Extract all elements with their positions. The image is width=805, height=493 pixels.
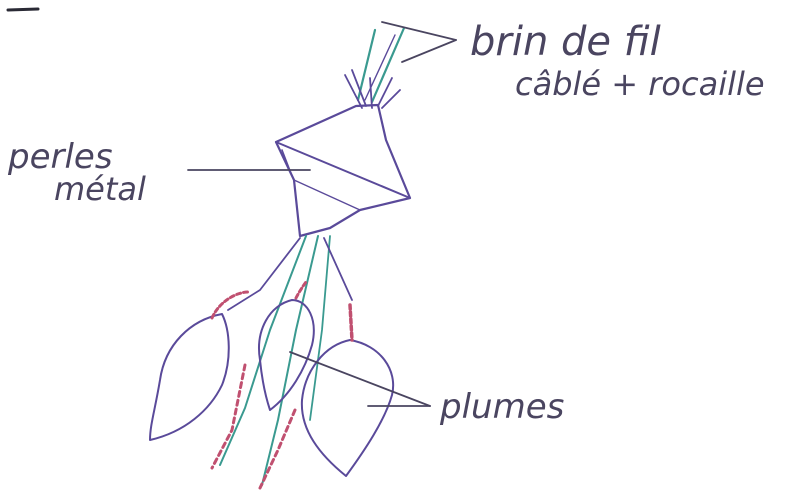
- label-metal-line2: métal: [54, 170, 146, 208]
- pointer-right: [290, 352, 430, 406]
- label-feathers: plumes: [439, 387, 564, 427]
- label-thread-line1: brin de fil: [470, 19, 661, 65]
- feather-right: [302, 340, 393, 476]
- seed-beads-upper: [212, 282, 352, 340]
- feather-left: [150, 314, 229, 440]
- frayed-thread-ends: [345, 70, 400, 108]
- stray-mark: [8, 9, 38, 10]
- thread-strands-top: [358, 28, 404, 102]
- feather-middle: [259, 300, 314, 410]
- thread-strands-bottom: [220, 236, 352, 485]
- label-thread-line2: câblé + rocaille: [515, 65, 765, 103]
- pointer-top: [382, 22, 456, 62]
